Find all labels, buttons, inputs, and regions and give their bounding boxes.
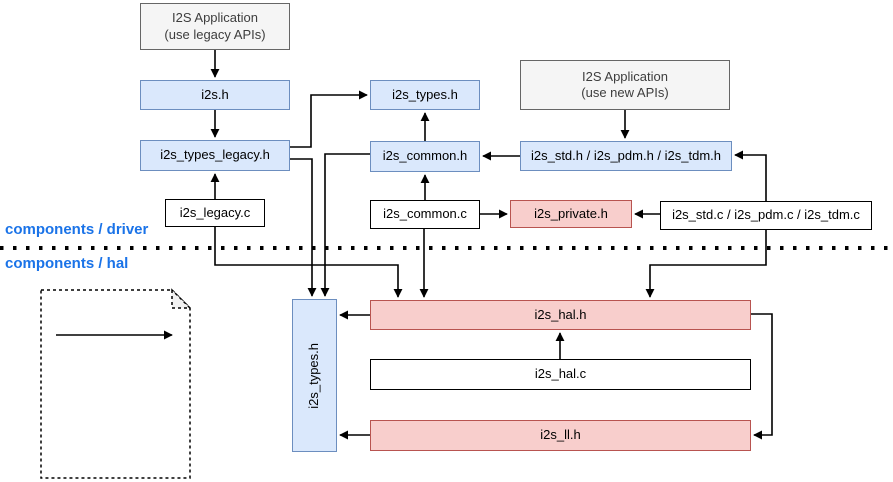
edge-i2s-hal-h-to-i2s-ll-h — [751, 313, 773, 440]
legend-note-fold — [171, 288, 192, 309]
node-label: i2s_common.h — [382, 148, 468, 164]
node-i2s-ll-h: i2s_ll.h — [370, 420, 751, 451]
legend-item-label: source file — [86, 437, 146, 452]
legend-item-source-file: source file — [55, 430, 177, 459]
node-i2s-std-pdm-tdm-h: i2s_std.h / i2s_pdm.h / i2s_tdm.h — [520, 141, 732, 171]
node-label: i2s_std.c / i2s_pdm.c / i2s_tdm.c — [672, 207, 860, 223]
node-i2s-hal-c: i2s_hal.c — [370, 359, 751, 390]
node-i2s-hal-h: i2s_hal.h — [370, 300, 751, 330]
node-i2s-private-h: i2s_private.h — [510, 200, 632, 228]
node-label: i2s_common.c — [383, 206, 467, 222]
node-i2s-types-h-hal: i2s_types.h — [292, 299, 337, 452]
section-divider-dotted-line — [0, 246, 893, 250]
node-label: i2s_std.h / i2s_pdm.h / i2s_tdm.h — [530, 147, 722, 163]
legend-item-label: private header — [74, 397, 158, 412]
section-label-components-driver: components / driver — [5, 221, 149, 238]
node-i2s-types-h-driver: i2s_types.h — [370, 80, 480, 110]
node-i2s-std-pdm-tdm-c: i2s_std.c / i2s_pdm.c / i2s_tdm.c — [660, 201, 872, 230]
node-label: i2s.h — [201, 86, 229, 102]
legend-includes-label: Includes — [89, 311, 139, 326]
node-label: i2s_hal.c — [534, 366, 587, 382]
node-i2s-h: i2s.h — [140, 80, 290, 110]
node-i2s-application-legacy: I2S Application(use legacy APIs) — [140, 3, 290, 50]
legend-item-public-header: public header — [55, 350, 177, 379]
edge-i2s-std-c-to-i2s-std-h — [734, 150, 767, 201]
edge-i2s-common-h-to-i2s-types-h-hal — [320, 153, 370, 297]
node-label: i2s_types_legacy.h — [160, 147, 270, 163]
node-i2s-types-legacy-h: i2s_types_legacy.h — [140, 140, 290, 171]
node-label: i2s_ll.h — [540, 427, 581, 443]
legend-item-private-header: private header — [55, 390, 177, 419]
legend-title: Legend — [47, 291, 94, 306]
node-i2s-common-h: i2s_common.h — [370, 141, 480, 172]
node-label: I2S Application(use new APIs) — [581, 68, 669, 100]
edge-i2s-legacy-c-to-i2s-hal-h — [214, 227, 403, 298]
node-i2s-application-new: I2S Application(use new APIs) — [520, 60, 730, 110]
node-i2s-legacy-c: i2s_legacy.c — [165, 199, 265, 227]
edge-i2s-std-c-to-i2s-hal-h — [645, 230, 767, 298]
legend-item-label: public header — [76, 357, 156, 372]
node-i2s-common-c: i2s_common.c — [370, 200, 480, 229]
node-label: i2s_types.h — [392, 86, 458, 102]
edge-i2s-types-legacy-h-to-i2s-types-h-hal — [290, 158, 317, 297]
section-label-components-hal: components / hal — [5, 255, 129, 272]
edge-i2s-types-legacy-h-to-i2s-types-h-driver — [290, 90, 368, 148]
node-label: i2s_legacy.c — [179, 204, 251, 220]
node-label: i2s_hal.h — [534, 306, 587, 322]
node-label: i2s_private.h — [534, 205, 608, 221]
node-label: i2s_types.h — [306, 342, 322, 409]
node-label: I2S Application(use legacy APIs) — [164, 10, 266, 42]
